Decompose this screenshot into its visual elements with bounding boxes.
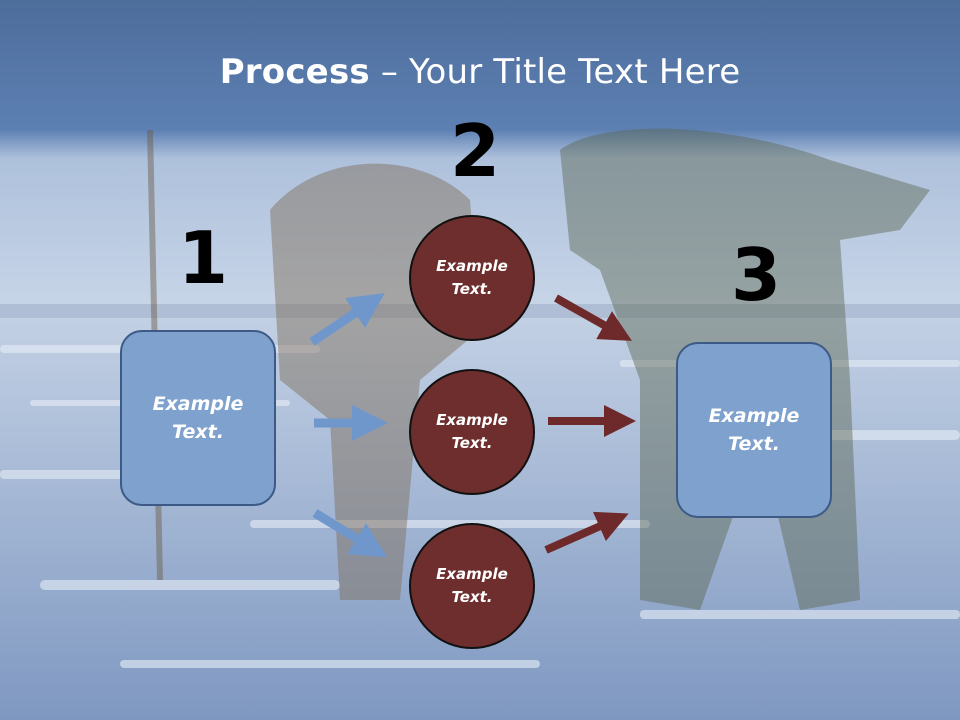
step-number-3: 3 (731, 233, 782, 317)
circle-top-line1: Example (436, 256, 508, 275)
right-box-line1: Example (708, 404, 800, 427)
right-box-line2: Text. (728, 433, 780, 455)
circle-bottom-line2: Text. (451, 588, 493, 606)
left-box: Example Text. (120, 330, 276, 506)
circle-middle-line2: Text. (451, 434, 493, 452)
step-number-1: 1 (178, 216, 229, 300)
circle-bottom-line1: Example (436, 564, 508, 583)
left-box-line1: Example (152, 392, 244, 415)
circle-middle-line1: Example (436, 410, 508, 429)
slide-title: Process – Your Title Text Here (0, 52, 960, 92)
right-box: Example Text. (676, 342, 832, 518)
arrow-red-down (554, 294, 632, 341)
step-number-2: 2 (450, 109, 501, 193)
circle-middle: Example Text. (409, 369, 535, 495)
circle-bottom: Example Text. (409, 523, 535, 649)
arrow-blue-down (312, 509, 388, 558)
left-box-line2: Text. (172, 421, 224, 443)
arrow-blue-up (309, 292, 385, 346)
circle-top-line2: Text. (451, 280, 493, 298)
arrow-red-up (544, 511, 629, 554)
title-bold: Process (219, 52, 370, 92)
circle-top: Example Text. (409, 215, 535, 341)
title-rest: – Your Title Text Here (369, 52, 741, 92)
